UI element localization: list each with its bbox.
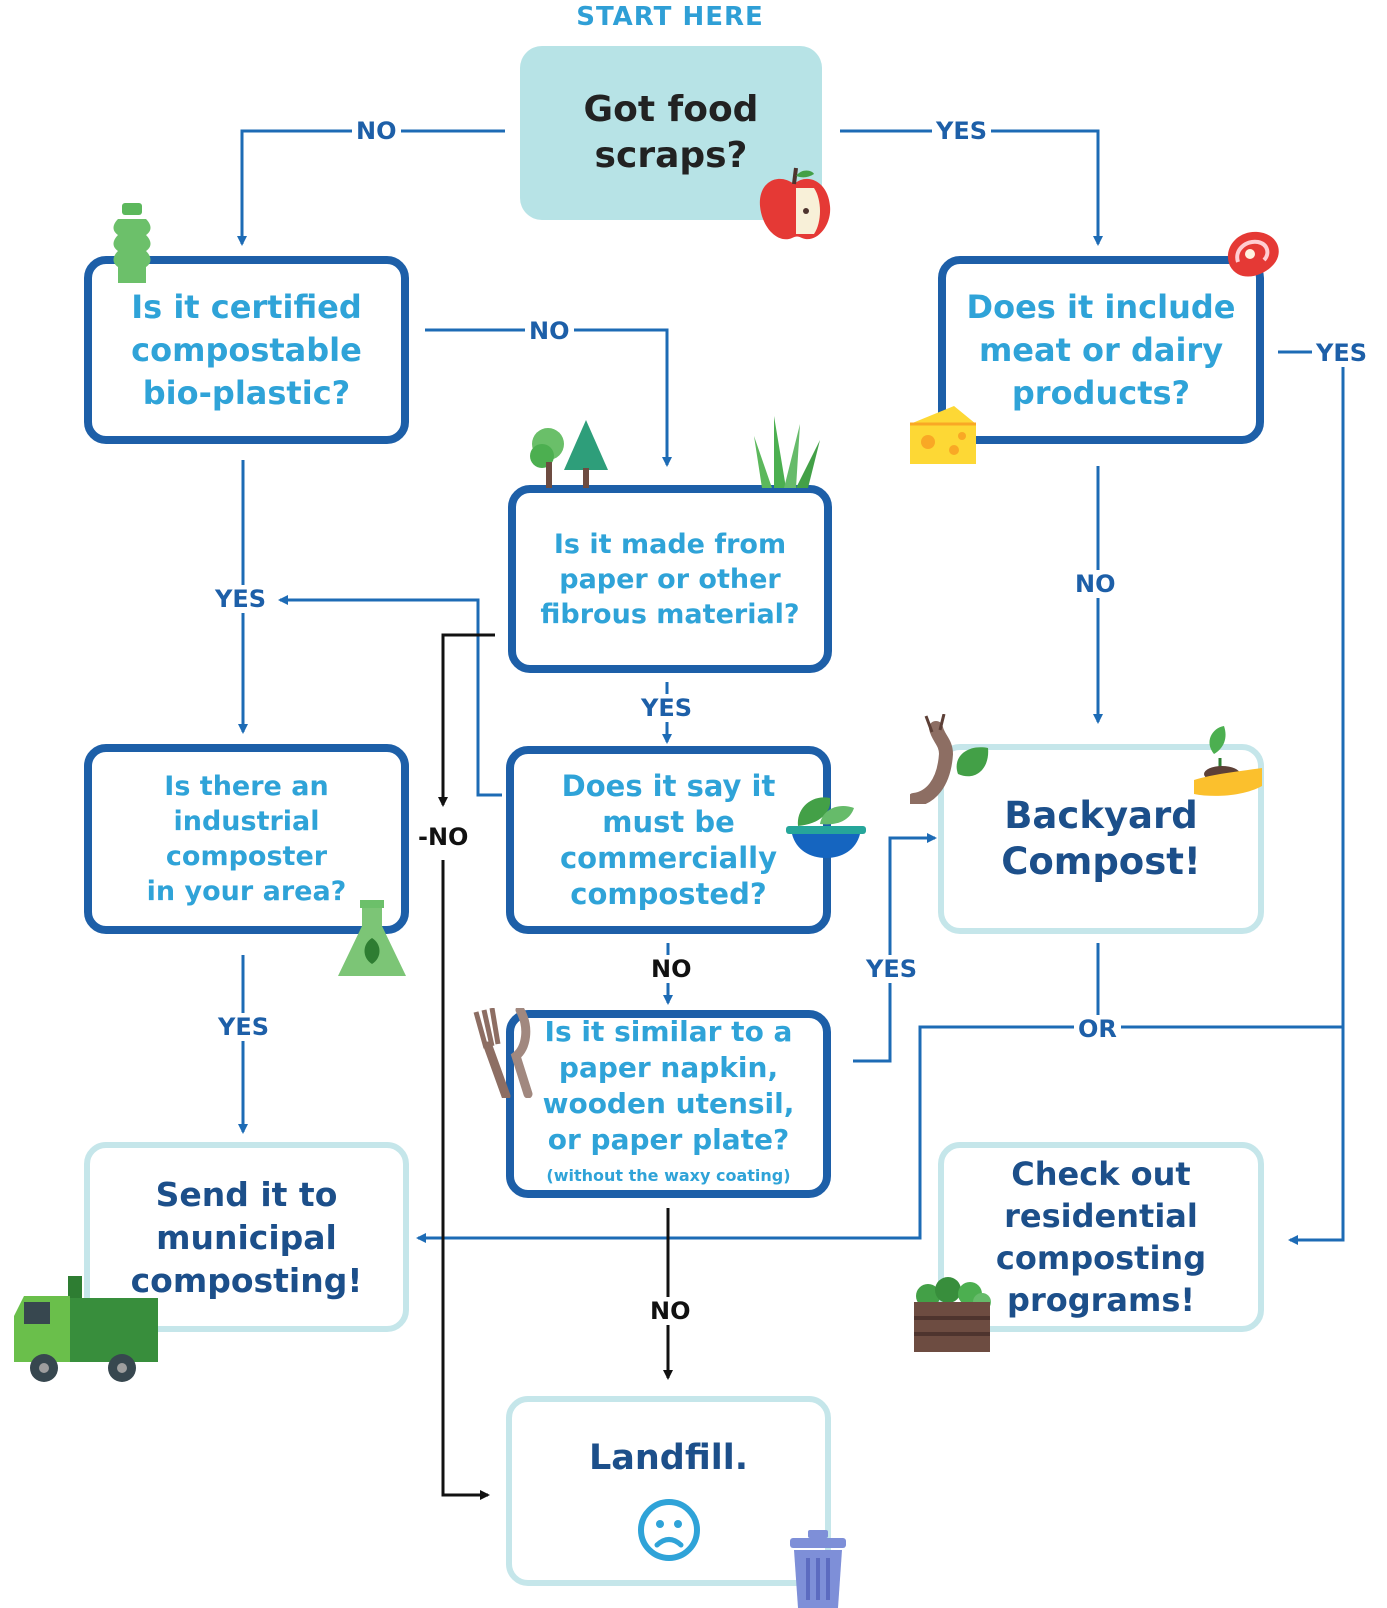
node-text: meat or dairy: [978, 330, 1224, 369]
node-meat-dairy-question[interactable]: Does it include meat or dairy products?: [938, 256, 1264, 444]
node-bioplastic-question[interactable]: Is it certified compostable bio-plastic?: [84, 256, 409, 444]
grass-icon: [754, 416, 820, 488]
label-meat-no: NO: [1071, 570, 1120, 598]
apple-icon: [759, 167, 831, 240]
node-text: commercially: [559, 841, 777, 875]
node-commercial-question[interactable]: Does it say it must be commercially comp…: [506, 746, 831, 934]
salad-bowl-icon: [786, 797, 866, 858]
steak-icon: [1227, 231, 1279, 277]
node-text: paper or other: [559, 563, 781, 595]
label-backyard-or: OR: [1074, 1015, 1121, 1043]
node-text: compostable: [131, 330, 362, 369]
node-text: composting: [995, 1239, 1207, 1277]
node-text: paper napkin,: [558, 1051, 779, 1084]
label-start-no: NO: [352, 117, 401, 145]
label-commercial-no: NO: [647, 955, 696, 983]
node-text: or paper plate?: [547, 1123, 790, 1156]
edge-bio-no: [425, 328, 672, 467]
bottle-icon: [113, 203, 151, 283]
node-text: bio-plastic?: [142, 373, 351, 412]
node-napkin-question[interactable]: Is it similar to a paper napkin, wooden …: [506, 1010, 831, 1198]
node-text: residential: [1004, 1197, 1198, 1235]
edge-paper-no-2: [441, 860, 490, 1500]
edge-meat-yes: [1278, 350, 1345, 1245]
node-note: (without the waxy coating): [546, 1166, 791, 1185]
node-paper-question[interactable]: Is it made from paper or other fibrous m…: [508, 485, 832, 673]
node-text: Is it made from: [553, 528, 787, 560]
trash-can-icon: [790, 1530, 846, 1608]
node-text: industrial: [173, 806, 320, 837]
node-text: Landfill.: [588, 1438, 749, 1478]
node-residential-programs[interactable]: Check out residential composting program…: [938, 1142, 1264, 1332]
node-text: composter: [165, 841, 328, 872]
fork-knife-icon: [473, 1008, 533, 1098]
start-here-label: START HERE: [576, 2, 764, 32]
node-text: programs!: [1007, 1281, 1195, 1319]
node-text: Backyard: [1004, 794, 1198, 837]
edge-paper-no: [438, 633, 495, 807]
truck-icon: [14, 1276, 158, 1382]
node-landfill[interactable]: Landfill.: [506, 1396, 831, 1586]
node-text: fibrous material?: [540, 598, 800, 630]
edge-napkin-yes: [853, 833, 937, 1063]
plant-hand-icon: [1194, 726, 1262, 796]
node-text: in your area?: [146, 876, 347, 907]
trees-icon: [530, 420, 608, 488]
label-napkin-yes: YES: [862, 955, 922, 983]
flask-icon: [338, 900, 406, 976]
node-text: Got food: [583, 89, 759, 130]
node-text: composted?: [570, 877, 767, 911]
node-text: Is it similar to a: [544, 1015, 793, 1048]
node-text: wooden utensil,: [542, 1087, 795, 1120]
node-text: products?: [1011, 373, 1191, 412]
edge-backyard-or: [416, 943, 1100, 1243]
node-text: must be: [602, 805, 735, 839]
label-industrial-yes: YES: [214, 1013, 274, 1041]
edge-start-no: [237, 129, 505, 246]
node-municipal-composting[interactable]: Send it to municipal composting!: [84, 1142, 409, 1332]
label-bio-no: NO: [525, 317, 574, 345]
node-text: Check out: [1011, 1155, 1191, 1193]
edge-commercial-yes: [278, 595, 502, 797]
label-napkin-no: NO: [646, 1297, 695, 1325]
label-paper-no: -NO: [414, 823, 473, 851]
node-text: scraps?: [594, 135, 748, 176]
node-text: Compost!: [1001, 840, 1201, 883]
node-industrial-question[interactable]: Is there an industrial composter in your…: [84, 744, 409, 934]
label-bio-yes: YES: [211, 585, 271, 613]
label-meat-yes: YES: [1312, 339, 1372, 367]
edge-start-yes: [840, 129, 1103, 246]
sad-face-icon: [637, 1499, 700, 1561]
label-paper-yes: YES: [637, 694, 697, 722]
node-text: Send it to: [155, 1174, 338, 1214]
node-text: Does it say it: [561, 769, 776, 803]
node-text: Does it include: [966, 287, 1236, 326]
node-text: Is it certified: [131, 287, 362, 326]
crate-icon: [914, 1277, 991, 1352]
node-text: municipal: [156, 1217, 337, 1257]
node-text: composting!: [130, 1260, 363, 1300]
cheese-icon: [910, 406, 976, 464]
label-start-yes: YES: [932, 117, 992, 145]
node-text: Is there an: [164, 771, 329, 802]
slug-icon: [910, 714, 989, 804]
